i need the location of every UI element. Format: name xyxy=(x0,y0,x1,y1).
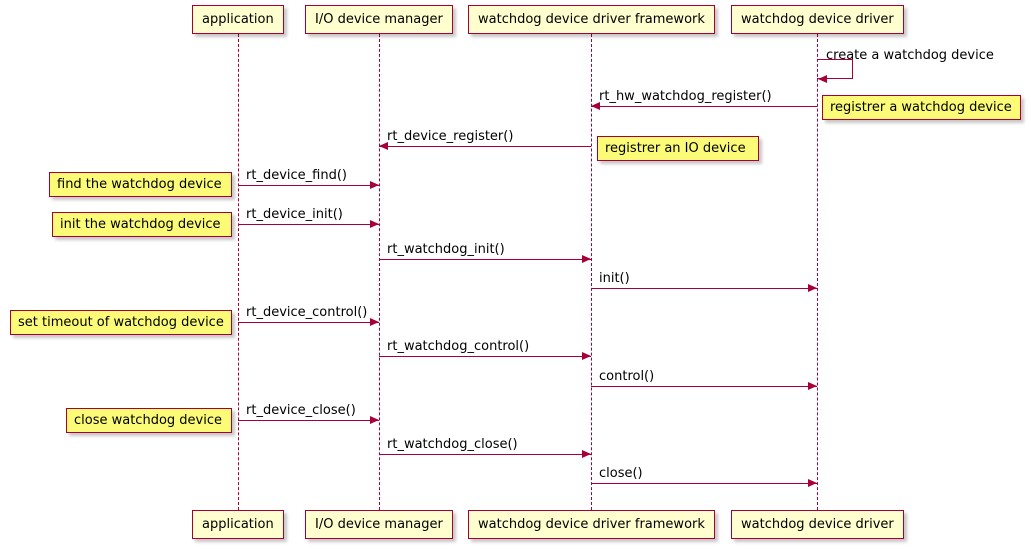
message-init xyxy=(591,288,817,289)
note-fold-inner-icon xyxy=(222,409,231,418)
arrowhead-init xyxy=(808,284,817,292)
note-label: find the watchdog device xyxy=(57,177,222,192)
message-label-init: init() xyxy=(599,271,630,286)
message-label-rt-watchdog-init: rt_watchdog_init() xyxy=(387,242,505,257)
note-label: registrer a watchdog device xyxy=(830,100,1012,115)
participant-label: I/O device manager xyxy=(315,12,443,27)
message-label-create-a-watchdog-device: create a watchdog device xyxy=(826,48,994,63)
message-rt-watchdog-init xyxy=(379,259,591,260)
participant-watchdog-framework-bottom[interactable]: watchdog device driver framework xyxy=(468,510,715,539)
message-label-rt-device-init: rt_device_init() xyxy=(246,207,343,222)
arrowhead-rt-watchdog-control xyxy=(582,352,591,360)
arrowhead-rt-device-register xyxy=(379,142,388,150)
note-fold-inner-icon xyxy=(222,311,231,320)
arrowhead-rt-hw-watchdog-register xyxy=(591,102,600,110)
participant-label: watchdog device driver framework xyxy=(478,12,705,27)
arrowhead-rt-device-close xyxy=(370,416,379,424)
note-find-the-watchdog-device: find the watchdog device xyxy=(49,172,232,197)
participant-label: I/O device manager xyxy=(315,517,443,532)
message-label-rt-watchdog-control: rt_watchdog_control() xyxy=(387,339,530,354)
note-label: set timeout of watchdog device xyxy=(18,315,224,330)
note-set-timeout-of-watchdog-device: set timeout of watchdog device xyxy=(10,310,232,335)
participant-io-device-manager-top[interactable]: I/O device manager xyxy=(305,5,453,34)
message-label-rt-device-control: rt_device_control() xyxy=(246,305,368,320)
note-close-watchdog-device: close watchdog device xyxy=(66,408,232,433)
participant-label: watchdog device driver xyxy=(741,517,894,532)
message-label-close: close() xyxy=(599,466,643,481)
arrowhead-rt-watchdog-close xyxy=(582,450,591,458)
lifeline-io-device-manager xyxy=(379,34,380,510)
message-rt-device-close xyxy=(238,420,379,421)
message-control xyxy=(591,386,817,387)
message-rt-hw-watchdog-register xyxy=(591,106,817,107)
lifeline-watchdog-driver xyxy=(817,34,818,510)
message-rt-watchdog-control xyxy=(379,356,591,357)
participant-label: watchdog device driver framework xyxy=(478,517,705,532)
participant-label: application xyxy=(202,517,274,532)
note-fold-inner-icon xyxy=(1011,96,1020,105)
arrowhead-rt-watchdog-init xyxy=(582,255,591,263)
note-registrer-an-io-device: registrer an IO device xyxy=(597,136,759,161)
participant-io-device-manager-bottom[interactable]: I/O device manager xyxy=(305,510,453,539)
participant-application-top[interactable]: application xyxy=(192,5,284,34)
message-rt-watchdog-close xyxy=(379,454,591,455)
message-label-rt-hw-watchdog-register: rt_hw_watchdog_register() xyxy=(599,89,772,104)
note-fold-inner-icon xyxy=(222,173,231,182)
participant-label: watchdog device driver xyxy=(741,12,894,27)
participant-application-bottom[interactable]: application xyxy=(192,510,284,539)
arrowhead-rt-device-init xyxy=(370,220,379,228)
arrowhead-rt-device-find xyxy=(370,181,379,189)
participant-watchdog-driver-bottom[interactable]: watchdog device driver xyxy=(731,510,904,539)
self-message-create-a-watchdog-device xyxy=(817,59,853,79)
note-init-the-watchdog-device: init the watchdog device xyxy=(52,212,232,237)
message-rt-device-init xyxy=(238,224,379,225)
message-close xyxy=(591,483,817,484)
arrowhead-close xyxy=(808,479,817,487)
message-label-rt-device-close: rt_device_close() xyxy=(246,403,356,418)
message-rt-device-find xyxy=(238,185,379,186)
note-label: init the watchdog device xyxy=(60,217,221,232)
message-rt-device-control xyxy=(238,322,379,323)
note-label: registrer an IO device xyxy=(605,141,746,156)
arrowhead-create-a-watchdog-device xyxy=(818,74,827,83)
note-fold-inner-icon xyxy=(222,213,231,222)
message-label-rt-device-find: rt_device_find() xyxy=(246,168,347,183)
lifeline-application xyxy=(238,34,239,510)
participant-watchdog-driver-top[interactable]: watchdog device driver xyxy=(731,5,904,34)
note-fold-inner-icon xyxy=(749,137,758,146)
lifeline-watchdog-framework xyxy=(591,34,592,510)
note-registrer-a-watchdog-device: registrer a watchdog device xyxy=(822,95,1021,120)
message-rt-device-register xyxy=(379,146,591,147)
participant-label: application xyxy=(202,12,274,27)
arrowhead-control xyxy=(808,382,817,390)
arrowhead-rt-device-control xyxy=(370,318,379,326)
note-label: close watchdog device xyxy=(74,413,222,428)
message-label-rt-watchdog-close: rt_watchdog_close() xyxy=(387,437,518,452)
message-label-rt-device-register: rt_device_register() xyxy=(387,129,514,144)
message-label-control: control() xyxy=(599,369,655,384)
participant-watchdog-framework-top[interactable]: watchdog device driver framework xyxy=(468,5,715,34)
